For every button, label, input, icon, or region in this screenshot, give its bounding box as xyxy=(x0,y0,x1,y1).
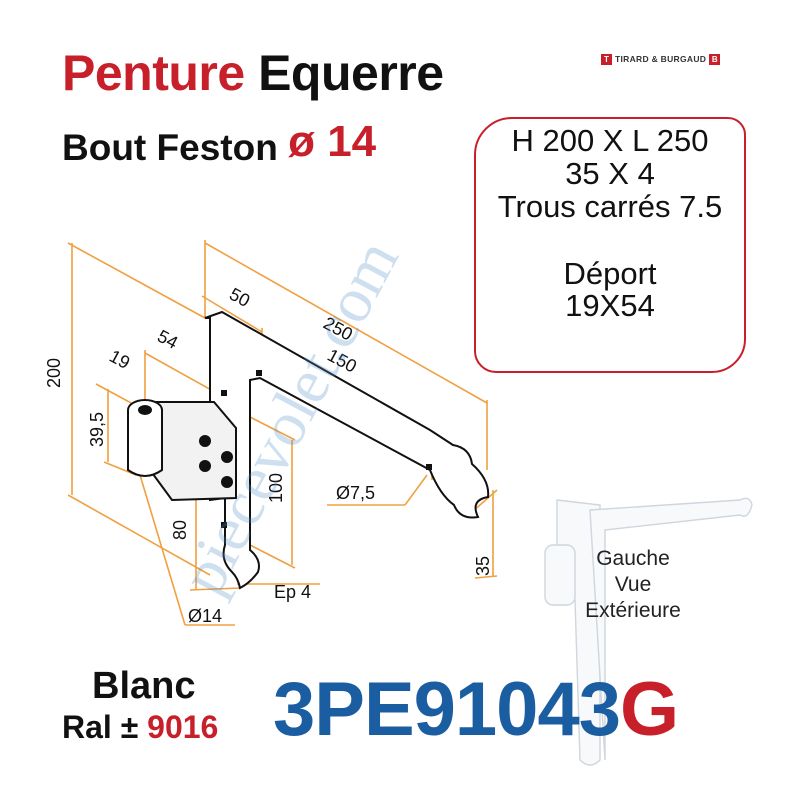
subtitle-text: Bout Feston xyxy=(62,127,278,168)
ral-prefix: Ral ± xyxy=(62,709,139,745)
title-word-1: Penture xyxy=(62,45,245,101)
dim-80: 80 xyxy=(170,520,190,540)
orientation-side: Gauche xyxy=(596,547,670,570)
ral-number: 9016 xyxy=(147,709,219,745)
dim-200: 200 xyxy=(44,358,64,388)
title-word-2: Equerre xyxy=(258,45,444,101)
product-title: Penture Equerre xyxy=(62,48,444,98)
brand-logo: T TIRARD & BURGAUD B xyxy=(601,52,721,66)
brand-mark-left: T xyxy=(601,53,612,65)
product-subtitle: Bout Feston ø 14 xyxy=(62,120,376,168)
orientation-label: Gauche Vue Extérieure xyxy=(578,546,688,624)
spec-offset-value: 19X54 xyxy=(565,288,655,324)
hinge-strap xyxy=(127,310,490,590)
spec-box: H 200 X L 250 35 X 4 Trous carrés 7.5 Dé… xyxy=(474,123,746,324)
brand-name: TIRARD & BURGAUD xyxy=(615,54,707,64)
product-photo xyxy=(544,497,753,766)
dim-pin: Ø14 xyxy=(188,606,222,626)
ral-code: Ral ± 9016 xyxy=(62,711,218,743)
subtitle-diameter: ø 14 xyxy=(288,117,377,166)
color-name: Blanc xyxy=(92,665,196,707)
dim-35: 35 xyxy=(473,556,493,576)
dim-39-5: 39,5 xyxy=(87,412,107,447)
dim-54: 54 xyxy=(154,326,181,353)
dim-hole: Ø7,5 xyxy=(336,483,375,503)
dim-19: 19 xyxy=(106,346,133,373)
orientation-view: Vue xyxy=(614,573,652,597)
reference-main: 3PE91043 xyxy=(273,667,621,752)
spec-holes: Trous carrés 7.5 xyxy=(497,188,723,224)
spec-box-border xyxy=(474,117,746,373)
dim-100: 100 xyxy=(266,473,286,503)
dim-thickness: Ep 4 xyxy=(274,582,311,602)
brand-mark-right: B xyxy=(709,53,721,65)
holes xyxy=(199,370,432,528)
spec-section: 35 X 4 xyxy=(565,155,655,191)
product-reference: 3PE91043G xyxy=(273,672,679,748)
orientation-face: Extérieure xyxy=(585,599,681,623)
dim-50: 50 xyxy=(226,284,253,311)
reference-suffix: G xyxy=(620,667,679,752)
spec-dimensions: H 200 X L 250 xyxy=(511,123,709,158)
spec-offset-label: Déport xyxy=(563,255,657,291)
